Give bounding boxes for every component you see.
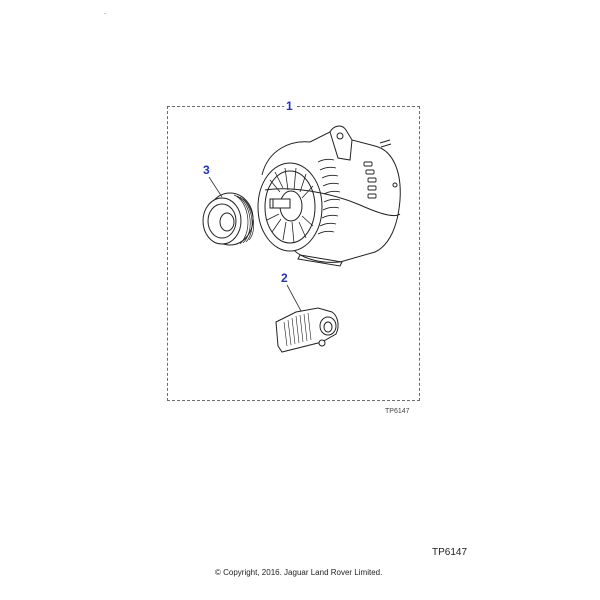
voltage-regulator-illustration [275,307,339,353]
pulley-illustration [202,192,255,246]
alternator-illustration [257,125,401,267]
illustration-code-small: TP6147 [385,408,410,415]
leader-lines [208,176,302,312]
copyright-notice: © Copyright, 2016. Jaguar Land Rover Lim… [215,568,383,577]
callout-3: 3 [201,163,212,177]
illustration-code: TP6147 [432,547,468,558]
callout-1: 1 [284,99,295,113]
scan-speck [104,13,106,14]
callout-2: 2 [279,271,290,285]
